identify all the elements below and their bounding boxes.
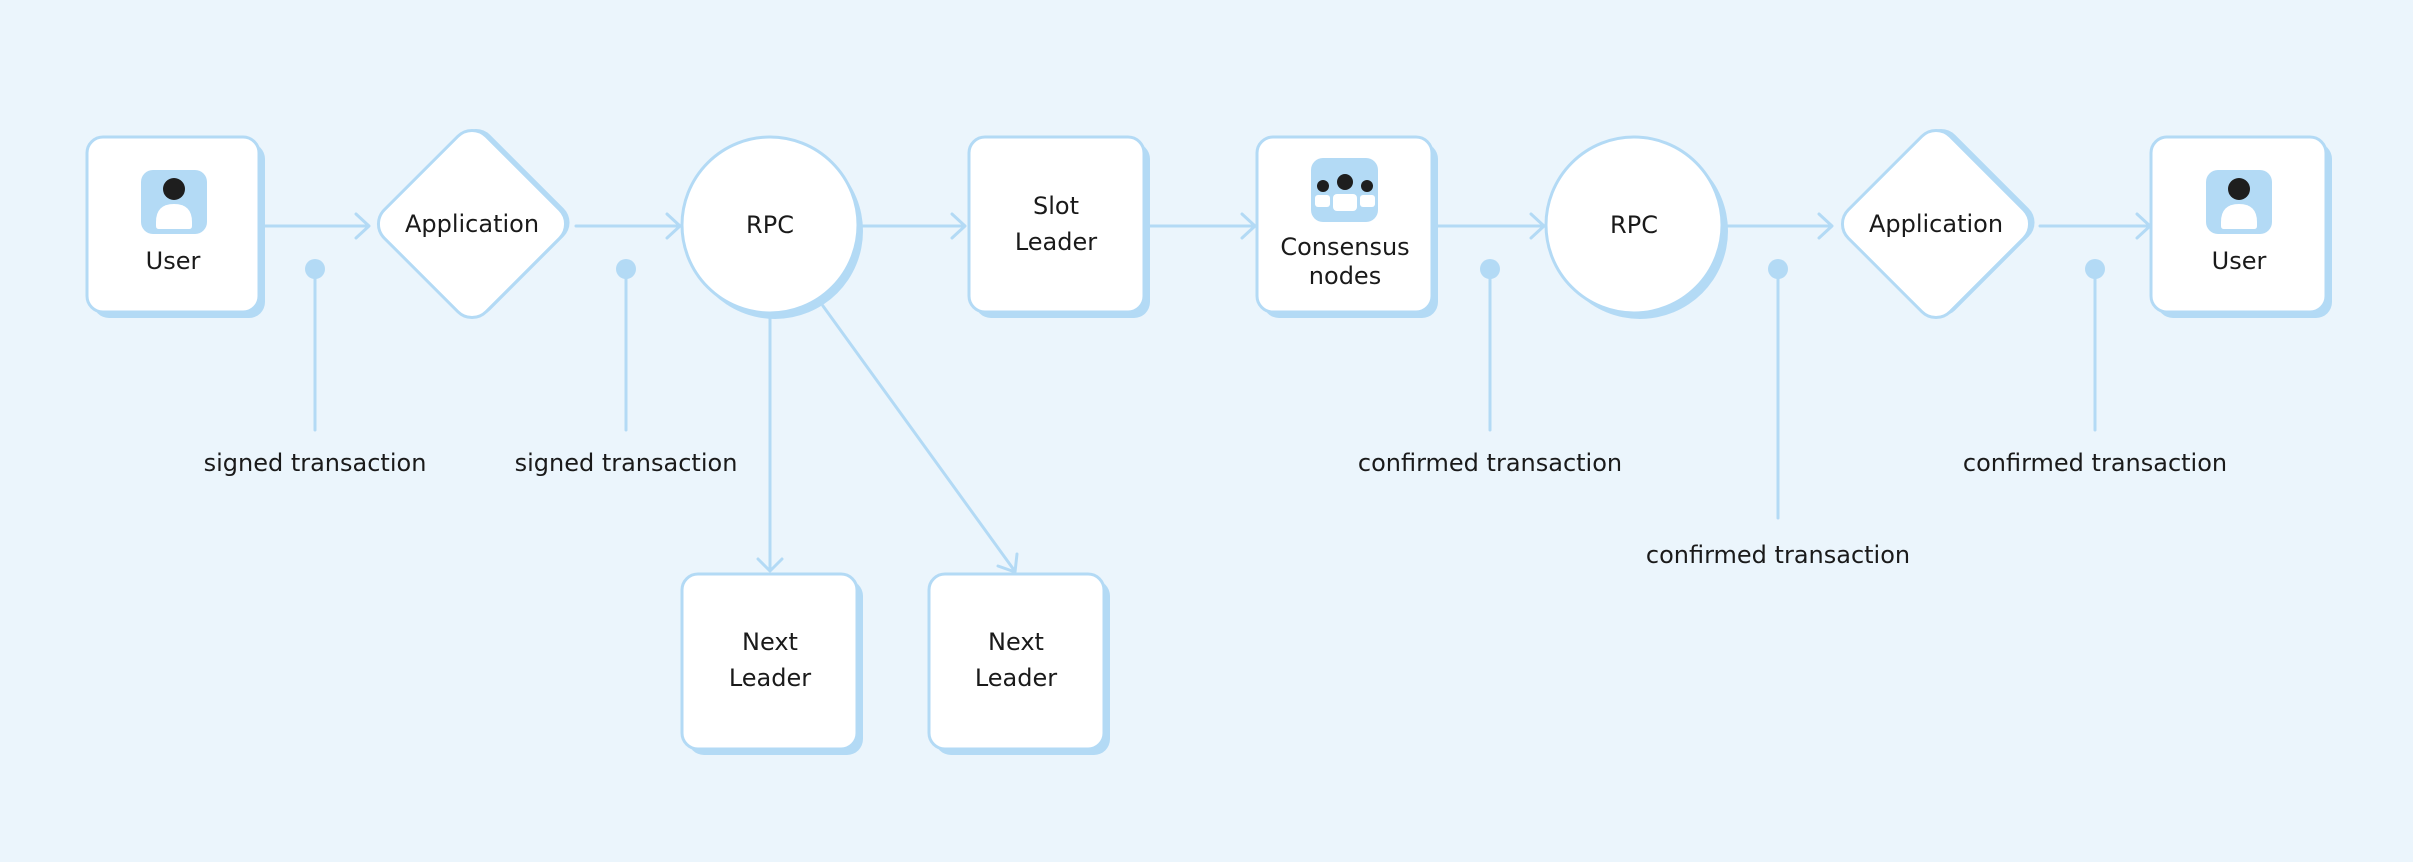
node-label: RPC [1610,211,1658,239]
caption-dot-2 [616,259,636,279]
node-slot-leader: Slot Leader [967,135,1150,318]
arrow-user-to-application [263,212,371,240]
node-consensus: Consensus nodes [1255,135,1438,318]
node-label-line-1: Consensus [1280,233,1409,261]
node-rpc-1: RPC [680,135,863,319]
caption-confirmed-transaction-3: confirmed transaction [1963,449,2227,477]
node-label: RPC [746,211,794,239]
node-user-start: User [85,135,265,318]
node-next-leader-2: Next Leader [927,572,1110,755]
node-label-line-2: Leader [975,664,1057,692]
caption-dot-3 [1480,259,1500,279]
node-label-line-1: Slot [1033,192,1079,220]
node-label-line-2: Leader [729,664,811,692]
arrow-consensus-to-rpc [1436,212,1546,240]
group-icon [1311,158,1378,222]
caption-confirmed-transaction-2: confirmed transaction [1646,541,1910,569]
arrow-rpc-to-next-leader-1 [756,316,784,573]
caption-signed-transaction-2: signed transaction [515,449,738,477]
node-next-leader-1: Next Leader [680,572,863,755]
caption-dot-1 [305,259,325,279]
node-application-1: Application [376,128,570,320]
node-label-line-2: nodes [1309,262,1381,290]
user-icon [2206,170,2272,234]
arrow-application-to-user [2038,212,2152,240]
arrow-rpc-to-application [1725,212,1834,240]
node-rpc-2: RPC [1544,135,1728,319]
node-user-end: User [2149,135,2332,318]
caption-signed-transaction-1: signed transaction [204,449,427,477]
user-icon [141,170,207,234]
arrow-rpc-to-slot-leader [860,212,967,240]
arrow-application-to-rpc [574,212,682,240]
node-label-line-1: Next [988,628,1044,656]
node-label: User [146,247,201,275]
node-label: User [2212,247,2267,275]
arrow-slot-leader-to-consensus [1148,212,1257,240]
node-label-line-2: Leader [1015,228,1097,256]
node-application-2: Application [1840,128,2035,320]
caption-dot-4 [1768,259,1788,279]
node-label: Application [405,210,539,238]
caption-dot-5 [2085,259,2105,279]
arrow-rpc-to-next-leader-2 [821,304,1019,574]
node-label-line-1: Next [742,628,798,656]
node-label: Application [1869,210,2003,238]
caption-confirmed-transaction-1: confirmed transaction [1358,449,1622,477]
